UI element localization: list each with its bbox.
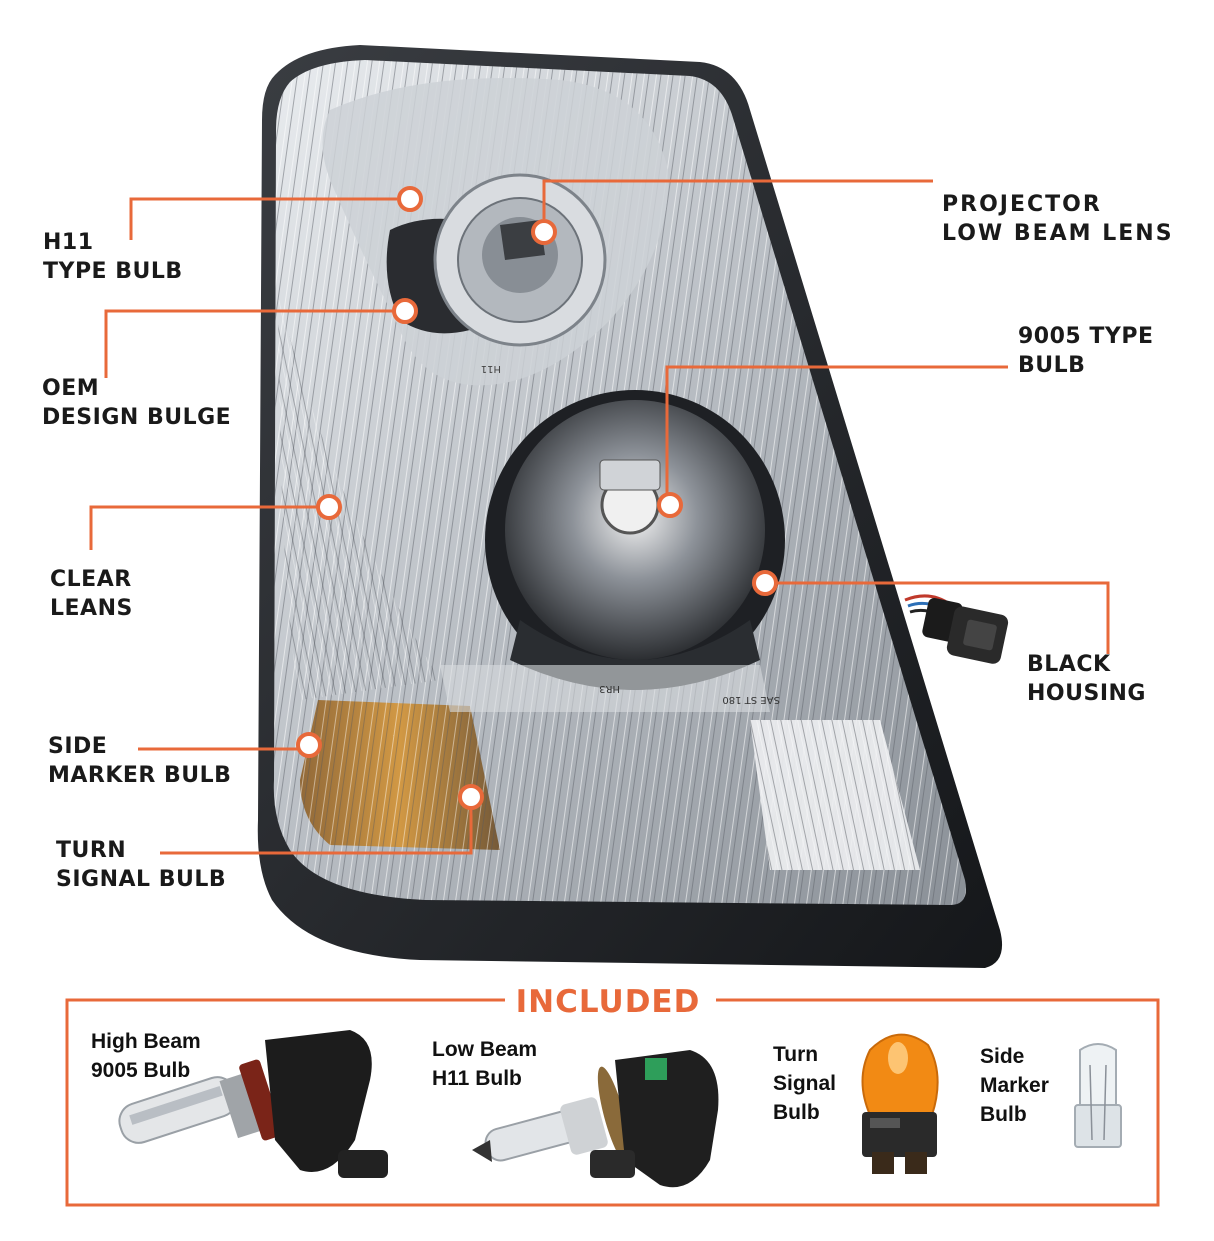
callout-turn-line1: TURN [56,838,127,863]
wire-connector [904,594,1009,664]
included-item-side-marker-line2: Marker [980,1074,1049,1097]
callout-turn-line2: SIGNAL BULB [56,867,227,892]
callout-clear: CLEAR LEANS [50,565,133,623]
callout-projector: PROJECTOR LOW BEAM LENS [942,190,1174,248]
callout-oem-line1: OEM [42,376,100,401]
wedge-bulb-icon [1074,1043,1122,1148]
callout-housing: BLACK HOUSING [1027,650,1146,708]
amber-3157-bulb-icon [861,1033,939,1174]
callout-lines [89,179,1110,855]
marker-dot-projector [531,219,557,245]
included-item-turn-signal-line2: Signal [773,1072,837,1095]
marker-dot-h11 [397,186,423,212]
callout-turn: TURN SIGNAL BULB [56,836,226,894]
callout-oem: OEM DESIGN BULGE [42,374,231,432]
included-item-high-beam-line2: 9005 Bulb [91,1059,191,1082]
included-item-high-beam-line1: High Beam [91,1030,201,1053]
included-box [65,998,1160,1207]
callout-clear-line2: LEANS [50,596,133,621]
callout-h11-line1: H11 [43,230,94,255]
h11-bulb-icon [472,1050,719,1188]
callout-h11: H11 TYPE BULB [43,228,183,286]
included-item-turn-signal: Turn Signal Bulb [773,1040,836,1127]
included-item-low-beam-line1: Low Beam [432,1038,538,1061]
callout-housing-line2: HOUSING [1027,681,1146,706]
callout-side-line1: SIDE [48,734,108,759]
included-item-low-beam: Low Beam H11 Bulb [432,1035,537,1093]
marker-dot-housing [752,570,778,596]
callout-oem-line2: DESIGN BULGE [42,405,232,430]
callout-housing-line1: BLACK [1027,652,1111,677]
included-item-side-marker: Side Marker Bulb [980,1042,1049,1129]
marker-dot-oem [392,298,418,324]
callout-projector-line1: PROJECTOR [942,192,1102,217]
included-heading: INCLUDED [510,984,706,1020]
included-item-side-marker-line3: Bulb [980,1103,1027,1126]
callout-9005-line2: BULB [1018,353,1086,378]
callout-side-line2: MARKER BULB [48,763,232,788]
callout-projector-line2: LOW BEAM LENS [942,221,1174,246]
lens-marking-sae: SAE ST 180 [722,694,780,705]
lens-marking-h11: H11 [481,363,501,374]
hb3-bulb-icon [118,1030,388,1178]
lens-marking-hr3: HR3 [599,683,620,694]
callout-9005-line1: 9005 TYPE [1018,324,1154,349]
included-item-turn-signal-line1: Turn [773,1043,819,1066]
marker-dot-turn [458,784,484,810]
callout-h11-line2: TYPE BULB [43,259,183,284]
included-item-side-marker-line1: Side [980,1045,1025,1068]
included-item-high-beam: High Beam 9005 Bulb [91,1027,201,1085]
included-item-turn-signal-line3: Bulb [773,1101,820,1124]
marker-dot-9005 [657,492,683,518]
marker-dot-side [296,732,322,758]
callout-side: SIDE MARKER BULB [48,732,231,790]
included-item-low-beam-line2: H11 Bulb [432,1067,522,1090]
callout-9005: 9005 TYPE BULB [1018,322,1153,380]
marker-dot-clear [316,494,342,520]
callout-clear-line1: CLEAR [50,567,132,592]
